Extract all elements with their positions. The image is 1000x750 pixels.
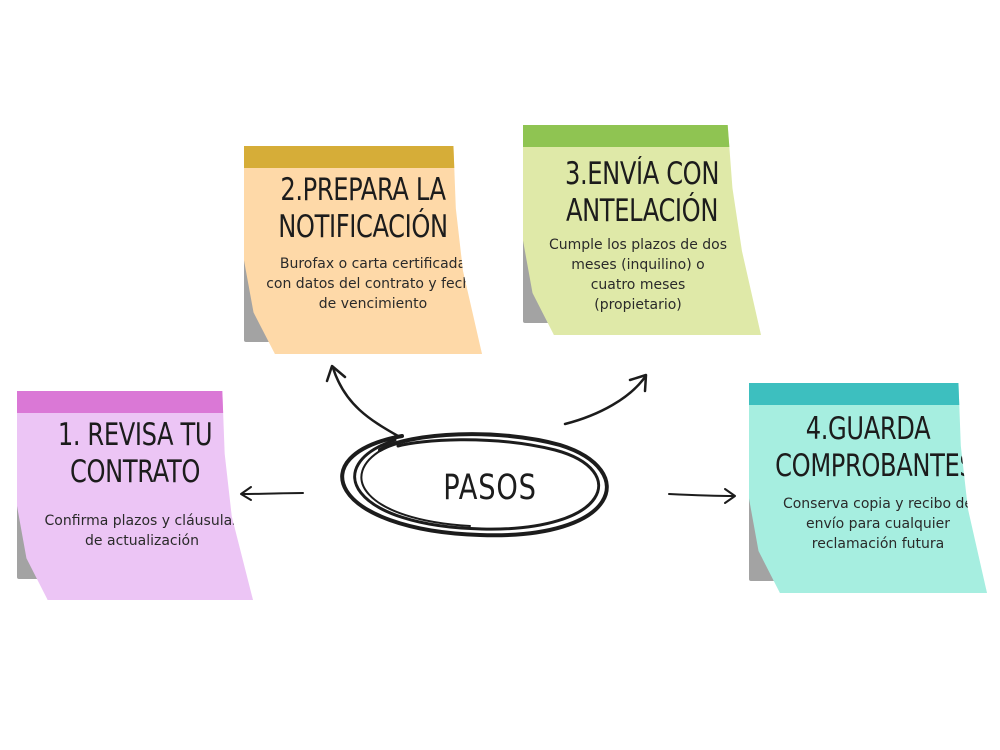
note-band <box>17 391 253 413</box>
step-title-line: 3.ENVÍA CON <box>564 156 720 192</box>
step-title: 3.ENVÍA CON ANTELACIÓN <box>549 156 735 230</box>
arrow-to-step-1 <box>240 486 304 501</box>
step-note-1: 1. REVISA TU CONTRATO Confirma plazos y … <box>17 391 253 600</box>
step-title: 2.PREPARA LA NOTIFICACIÓN <box>270 172 456 246</box>
step-title-line: 2.PREPARA LA <box>280 172 446 208</box>
note-paper: 1. REVISA TU CONTRATO Confirma plazos y … <box>17 391 253 600</box>
arrow-to-step-2 <box>325 364 400 438</box>
step-description: Conserva copia y recibo de envío para cu… <box>782 496 974 552</box>
step-note-3: 3.ENVÍA CON ANTELACIÓN Cumple los plazos… <box>523 125 761 335</box>
step-title-line: ANTELACIÓN <box>565 193 719 229</box>
step-title-line: 4.GUARDA <box>805 411 931 447</box>
step-title-line: CONTRATO <box>70 454 200 490</box>
step-title-line: COMPROBANTES <box>775 448 975 484</box>
note-paper: 2.PREPARA LA NOTIFICACIÓN Burofax o cart… <box>244 146 482 354</box>
center-ellipse <box>340 432 609 538</box>
note-band <box>244 146 482 168</box>
note-paper: 3.ENVÍA CON ANTELACIÓN Cumple los plazos… <box>523 125 761 335</box>
center-label: PASOS <box>443 468 537 508</box>
step-note-4: 4.GUARDA COMPROBANTES Conserva copia y r… <box>749 383 987 593</box>
step-title-line: NOTIFICACIÓN <box>278 209 448 245</box>
step-title: 4.GUARDA COMPROBANTES <box>775 411 975 485</box>
step-title: 1. REVISA TU CONTRATO <box>43 417 227 491</box>
note-paper: 4.GUARDA COMPROBANTES Conserva copia y r… <box>749 383 987 593</box>
step-description: Confirma plazos y cláusulas de actualiza… <box>44 513 240 549</box>
step-note-2: 2.PREPARA LA NOTIFICACIÓN Burofax o cart… <box>244 146 482 354</box>
step-title-line: 1. REVISA TU <box>57 417 213 453</box>
step-description: Burofax o carta certificada con datos de… <box>266 256 480 312</box>
step-description: Cumple los plazos de dos meses (inquilin… <box>548 237 728 313</box>
arrow-to-step-4 <box>668 488 736 504</box>
note-band <box>523 125 761 147</box>
arrow-to-step-3 <box>563 373 648 426</box>
note-band <box>749 383 987 405</box>
